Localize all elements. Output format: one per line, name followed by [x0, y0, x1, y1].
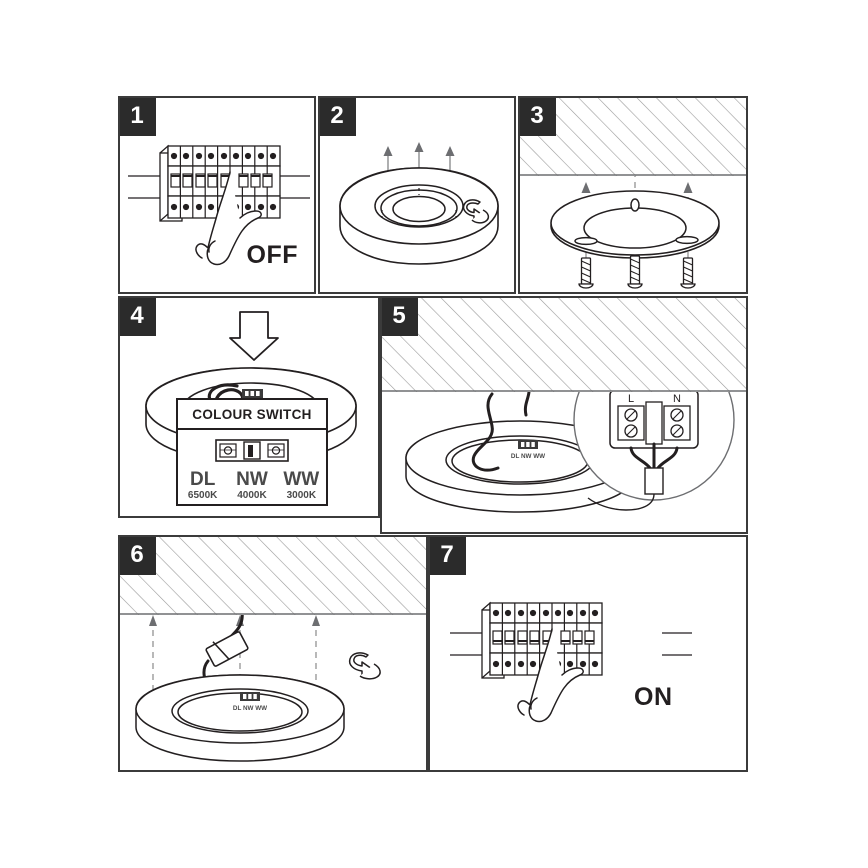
step-number-badge-7: 7 [430, 537, 466, 575]
step-number-badge-1: 1 [120, 98, 156, 136]
colour-switch-option-dl[interactable]: DL 6500K [178, 470, 227, 508]
kelvin-label-dl: 6500K [187, 489, 218, 501]
breaker-panel-icon [489, 602, 603, 676]
step-number-badge-2: 2 [320, 98, 356, 136]
terminal-label-neutral: N [673, 393, 681, 405]
dip-switch-icon [240, 692, 260, 701]
step-3-illustration [520, 98, 746, 292]
mode-label-ww: WW [283, 469, 320, 490]
ceiling-hatch-band-5 [382, 298, 746, 392]
hand-pointing-icon [195, 171, 262, 266]
kelvin-label-nw: 4000K [237, 489, 267, 501]
svg-text:DL NW WW: DL NW WW [233, 705, 267, 712]
mode-label-nw: NW [236, 469, 268, 490]
step-7-illustration [430, 537, 746, 770]
kelvin-label-ww: 3000K [286, 489, 317, 501]
step-7-state-label: ON [634, 683, 673, 711]
step-number-badge-6: 6 [120, 537, 156, 575]
up-arrow-icon [383, 142, 455, 156]
colour-switch-modes-row: DL 6500K NW 4000K WW 3000K [178, 470, 326, 508]
luminaire-icon [339, 167, 499, 265]
dip-switch-icon[interactable] [212, 434, 292, 466]
step-number-badge-5: 5 [382, 298, 418, 336]
dip-switch-icon [518, 440, 538, 449]
step-number-badge-3: 3 [520, 98, 556, 136]
step-panel-4: 4 [118, 296, 380, 518]
step-1-state-label: OFF [246, 241, 298, 269]
luminaire-icon [135, 674, 345, 762]
step-panel-1: 1 [118, 96, 316, 294]
hand-pointing-icon [517, 628, 584, 723]
step-panel-3: 3 [518, 96, 748, 294]
down-arrow-icon [229, 311, 279, 361]
dip-switch-icon [242, 389, 263, 398]
step-panel-7: 7 [428, 535, 748, 772]
step-panel-5: 5 [380, 296, 748, 534]
rotate-arrow-icon [348, 652, 381, 680]
step-2-illustration [320, 98, 514, 292]
ceiling-hatch-band-6 [120, 537, 426, 615]
screw-icon [578, 255, 696, 289]
connector-icon [205, 631, 249, 667]
svg-text:DL NW WW: DL NW WW [511, 453, 545, 460]
rotate-arrow-icon [462, 199, 490, 224]
luminaire-icon [405, 420, 635, 513]
colour-switch-dip-area [178, 430, 326, 470]
up-arrow-icon [149, 615, 320, 626]
step-panel-2: 2 [318, 96, 516, 294]
step-1-illustration [120, 98, 314, 292]
mode-label-dl: DL [190, 469, 216, 490]
ceiling-hatch-band-3 [520, 98, 746, 176]
step-panel-6: 6 [118, 535, 428, 772]
step-number-badge-4: 4 [120, 298, 156, 336]
colour-switch-option-nw[interactable]: NW 4000K [227, 470, 276, 508]
terminal-label-live: L [628, 393, 634, 405]
colour-switch-option-ww[interactable]: WW 3000K [277, 470, 326, 508]
colour-switch-title: COLOUR SWITCH [178, 400, 326, 430]
colour-switch-callout: COLOUR SWITCH DL [176, 398, 328, 506]
terminal-block-icon: L N [609, 389, 699, 449]
